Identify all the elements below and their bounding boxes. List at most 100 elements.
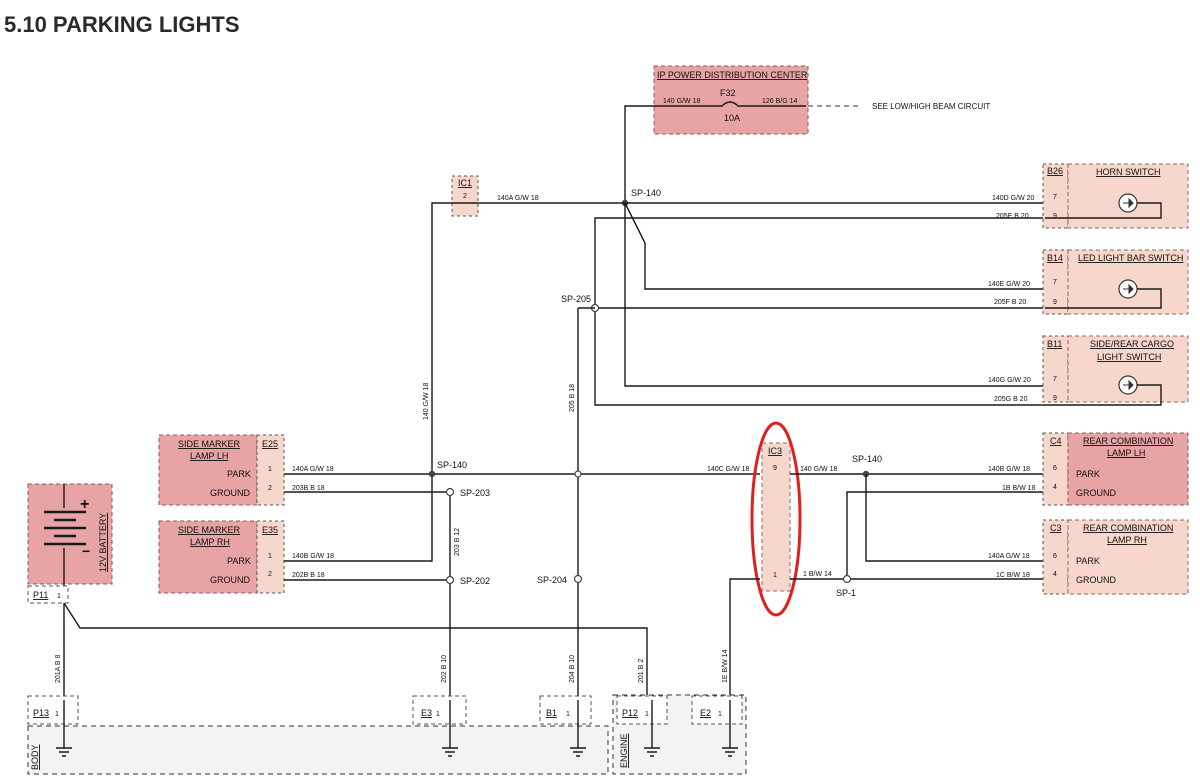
svg-text:6: 6 [1053, 465, 1057, 472]
sp202-label: SP-202 [460, 576, 490, 586]
svg-text:E25: E25 [262, 439, 278, 449]
splice-sp140-mid [428, 470, 436, 478]
wire-204: 204 B 10 [569, 655, 576, 683]
svg-text:7: 7 [1053, 376, 1057, 383]
svg-text:HORN SWITCH: HORN SWITCH [1096, 167, 1161, 177]
svg-text:140B G/W 18: 140B G/W 18 [292, 553, 334, 560]
svg-text:LAMP RH: LAMP RH [190, 537, 230, 547]
vertical-wire-140: 140 G/W 18 [423, 383, 430, 420]
splice-sp1 [842, 574, 852, 584]
svg-text:140D G/W 20: 140D G/W 20 [992, 195, 1035, 202]
svg-text:GROUND: GROUND [210, 575, 250, 585]
svg-text:205E B 20: 205E B 20 [996, 213, 1029, 220]
svg-text:SIDE MARKER: SIDE MARKER [178, 525, 241, 535]
svg-text:B14: B14 [1047, 253, 1063, 263]
svg-text:140A G/W 18: 140A G/W 18 [988, 553, 1030, 560]
svg-text:P12: P12 [622, 708, 638, 718]
svg-text:B11: B11 [1047, 339, 1062, 349]
see-low-high-beam-note: SEE LOW/HIGH BEAM CIRCUIT [872, 102, 990, 111]
svg-text:140B G/W 18: 140B G/W 18 [988, 466, 1030, 473]
svg-text:LAMP LH: LAMP LH [1107, 448, 1145, 458]
svg-text:P11: P11 [33, 590, 48, 600]
svg-text:PARK: PARK [227, 469, 251, 479]
ground-icon [722, 700, 738, 757]
ground-icon [644, 700, 660, 757]
ipdc-wire-in: 140 G/W 18 [663, 98, 700, 105]
ipdc-name: IP POWER DISTRIBUTION CENTER [657, 70, 808, 80]
svg-text:140A G/W 18: 140A G/W 18 [292, 466, 334, 473]
svg-text:1: 1 [268, 466, 272, 473]
svg-text:IC3: IC3 [768, 446, 782, 456]
battery-minus: − [82, 543, 90, 559]
rear-combination-lamp-lh: C4 6 4 REAR COMBINATION LAMP LH PARK GRO… [988, 432, 1189, 506]
svg-text:7: 7 [1053, 279, 1057, 286]
e2-ground: E2 1 [691, 695, 743, 757]
sp140-right-label: SP-140 [852, 454, 882, 464]
svg-text:9: 9 [1053, 299, 1057, 306]
splice-sp203 [445, 487, 455, 497]
svg-text:202B B 18: 202B B 18 [292, 572, 325, 579]
svg-text:205G B 20: 205G B 20 [994, 396, 1028, 403]
svg-text:1C B/W 18: 1C B/W 18 [996, 572, 1030, 579]
engine-label: ENGINE [619, 733, 629, 768]
ic3-wire-in: 140C G/W 18 [707, 466, 750, 473]
svg-text:P13: P13 [33, 708, 49, 718]
side-marker-lamp-lh: SIDE MARKER LAMP LH PARK GROUND E25 1 2 … [158, 434, 334, 506]
svg-text:4: 4 [1053, 571, 1057, 578]
b1-ground: B1 1 [539, 695, 592, 757]
svg-text:E2: E2 [700, 708, 711, 718]
svg-text:1: 1 [55, 711, 59, 718]
wire-201: 201 B 2 [638, 659, 645, 683]
svg-text:140G G/W 20: 140G G/W 20 [988, 377, 1031, 384]
svg-text:1: 1 [773, 572, 777, 579]
svg-text:205F B 20: 205F B 20 [994, 299, 1026, 306]
svg-text:PARK: PARK [1076, 556, 1100, 566]
sp203-label: SP-203 [460, 488, 490, 498]
svg-text:1: 1 [57, 593, 61, 600]
horn-switch: B26 7 9 HORN SWITCH 140D G/W 20 205E B 2… [992, 163, 1189, 229]
ip-power-distribution-center: IP POWER DISTRIBUTION CENTER F32 10A 140… [653, 65, 809, 135]
svg-text:2: 2 [268, 571, 272, 578]
vertical-wire-1e: 1E B/W 14 [722, 649, 729, 683]
svg-text:9: 9 [1053, 395, 1057, 402]
fuse-rating: 10A [724, 113, 740, 123]
battery-plus: + [80, 496, 89, 513]
splice-sp202 [445, 575, 455, 585]
ground-icon [56, 700, 72, 757]
wire-202: 202 B 10 [441, 655, 448, 683]
side-marker-lamp-rh: SIDE MARKER LAMP RH PARK GROUND E35 1 2 … [158, 520, 334, 594]
svg-text:GROUND: GROUND [1076, 488, 1116, 498]
svg-text:C4: C4 [1050, 436, 1062, 446]
battery-icon [44, 510, 86, 546]
p12-ground: P12 1 [616, 695, 668, 757]
svg-text:1: 1 [268, 553, 272, 560]
sp204-label: SP-204 [537, 575, 567, 585]
ground-icon [442, 700, 458, 757]
page-title: 5.10 PARKING LIGHTS [4, 12, 240, 37]
svg-text:LIGHT SWITCH: LIGHT SWITCH [1097, 352, 1161, 362]
p11-connector [27, 585, 69, 604]
svg-text:E35: E35 [262, 525, 278, 535]
sp140-top-label: SP-140 [631, 188, 661, 198]
svg-text:140E G/W 20: 140E G/W 20 [988, 281, 1030, 288]
svg-text:REAR COMBINATION: REAR COMBINATION [1083, 523, 1173, 533]
svg-text:9: 9 [1053, 213, 1057, 220]
led-light-bar-switch: B14 7 9 LED LIGHT BAR SWITCH 140E G/W 20… [988, 249, 1189, 315]
svg-text:9: 9 [773, 465, 777, 472]
sp140-mid-label: SP-140 [437, 460, 467, 470]
vertical-wire-203: 203 B 12 [454, 528, 461, 556]
svg-text:4: 4 [1053, 484, 1057, 491]
svg-text:GROUND: GROUND [210, 488, 250, 498]
svg-text:SIDE MARKER: SIDE MARKER [178, 439, 241, 449]
ic1-wire: 140A G/W 18 [497, 195, 539, 202]
wire-201a: 201A B 8 [55, 654, 62, 683]
svg-text:B26: B26 [1047, 166, 1063, 176]
splice-sp204 [573, 574, 583, 584]
ipdc-wire-out: 126 B/G 14 [762, 98, 798, 105]
svg-text:2: 2 [268, 485, 272, 492]
sp1-label: SP-1 [836, 588, 856, 598]
svg-text:1: 1 [718, 711, 722, 718]
svg-text:1: 1 [566, 711, 570, 718]
svg-text:LED LIGHT BAR SWITCH: LED LIGHT BAR SWITCH [1078, 253, 1183, 263]
